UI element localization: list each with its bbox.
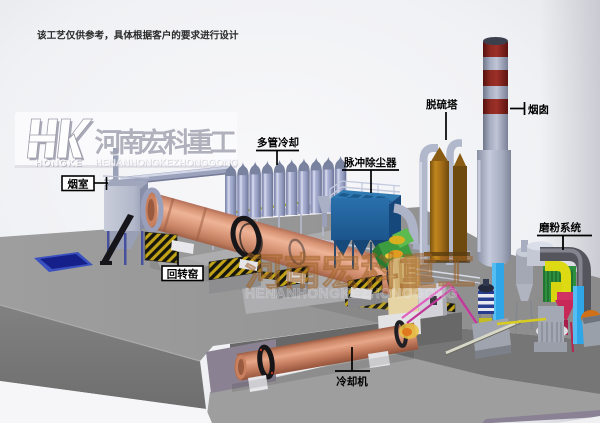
svg-text:磨粉系统: 磨粉系统	[538, 221, 581, 234]
svg-text:河南宏科重工: 河南宏科重工	[245, 252, 476, 294]
svg-text:回转窑: 回转窑	[167, 268, 199, 281]
svg-text:HONGKE: HONGKE	[35, 158, 83, 169]
svg-text:脱硫塔: 脱硫塔	[426, 98, 458, 111]
svg-text:烟室: 烟室	[68, 178, 89, 191]
svg-text:河南宏科重工: 河南宏科重工	[96, 128, 238, 159]
svg-text:冷却机: 冷却机	[336, 375, 368, 388]
svg-text:烟囱: 烟囱	[528, 103, 549, 116]
svg-text:该工艺仅供参考，具体根据客户的要求进行设计: 该工艺仅供参考，具体根据客户的要求进行设计	[37, 30, 239, 42]
svg-text:HENANHONGKEZHONGGONG: HENANHONGKEZHONGGONG	[245, 285, 458, 301]
svg-text:HENANHONGKEZHONGGONG: HENANHONGKEZHONGGONG	[95, 158, 239, 169]
svg-text:脉冲除尘器: 脉冲除尘器	[343, 156, 397, 169]
svg-text:河南宏科重工: 河南宏科重工	[95, 127, 237, 158]
svg-text:多管冷却: 多管冷却	[257, 136, 299, 149]
svg-text:HONGKE: HONGKE	[36, 159, 84, 170]
svg-text:HENANHONGKEZHONGGONG: HENANHONGKEZHONGGONG	[96, 159, 240, 170]
